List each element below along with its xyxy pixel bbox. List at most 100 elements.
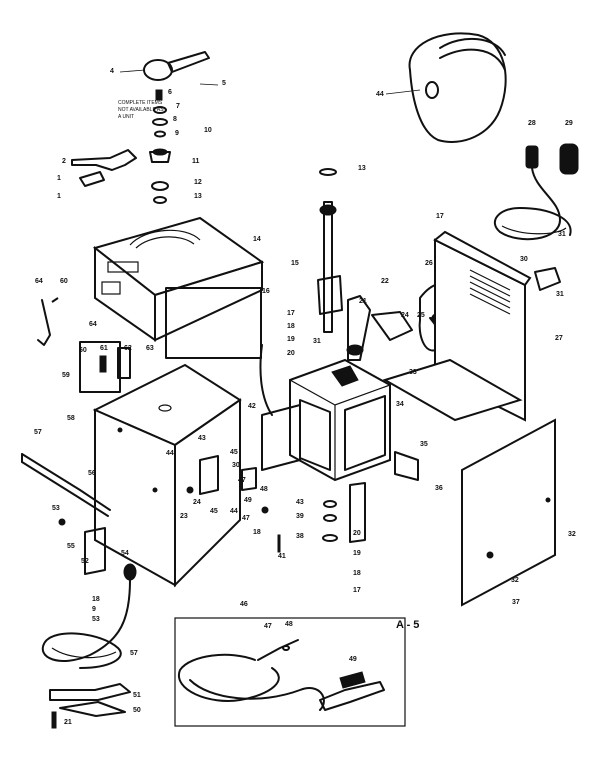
- callout-54: 54: [121, 550, 129, 557]
- callout-31: 31: [558, 231, 566, 238]
- caption-line-3: A UNIT: [118, 114, 134, 120]
- side-bracket: [37, 297, 59, 346]
- callout-39: 39: [296, 513, 304, 520]
- callout-61: 61: [100, 345, 108, 352]
- callout-48: 48: [260, 486, 268, 493]
- callout-57: 57: [130, 650, 138, 657]
- callout-24: 24: [401, 312, 409, 319]
- carry-handle: [21, 453, 111, 517]
- callout-24: 24: [193, 499, 201, 506]
- parts-caption: COMPLETE ITEMS NOT AVAILABLE AS A UNIT: [118, 100, 164, 120]
- work-cable: [41, 563, 137, 729]
- callout-38: 38: [296, 533, 304, 540]
- callout-28: 28: [528, 120, 536, 127]
- callout-30: 30: [232, 462, 240, 469]
- callout-13: 13: [194, 193, 202, 200]
- callout-60: 60: [60, 278, 68, 285]
- callout-45: 45: [210, 508, 218, 515]
- callout-15: 15: [291, 260, 299, 267]
- callout-4: 4: [110, 68, 114, 75]
- base-plate: [382, 358, 523, 422]
- callout-18: 18: [92, 596, 100, 603]
- callout-34: 34: [396, 401, 404, 408]
- callout-35: 35: [420, 441, 428, 448]
- callout-41: 41: [278, 553, 286, 560]
- callout-64: 64: [89, 321, 97, 328]
- callout-62: 62: [124, 345, 132, 352]
- callout-60: 60: [79, 347, 87, 354]
- callout-25: 25: [417, 312, 425, 319]
- bottom-bracket: [58, 518, 106, 575]
- welding-helmet: [385, 32, 507, 143]
- callout-7: 7: [176, 103, 180, 110]
- caption-line-1: COMPLETE ITEMS: [118, 100, 163, 106]
- callout-14: 14: [253, 236, 261, 243]
- front-panel: [79, 341, 242, 588]
- transformer-hardware: [186, 455, 338, 553]
- power-cord: [493, 143, 579, 241]
- callout-49: 49: [244, 497, 252, 504]
- callout-46: 46: [240, 601, 248, 608]
- electrode-holder-kit: [174, 617, 406, 727]
- callout-6: 6: [168, 89, 172, 96]
- callout-42: 42: [248, 403, 256, 410]
- callout-43: 43: [198, 435, 206, 442]
- callout-16: 16: [262, 288, 270, 295]
- figure-label: A - 5: [396, 619, 419, 631]
- callout-58: 58: [67, 415, 75, 422]
- control-knob-assembly: [71, 51, 219, 204]
- callout-31: 31: [313, 338, 321, 345]
- callout-26: 26: [425, 260, 433, 267]
- callout-51: 51: [133, 692, 141, 699]
- callout-32: 32: [568, 531, 576, 538]
- callout-2: 2: [62, 158, 66, 165]
- callout-52: 52: [81, 558, 89, 565]
- callout-48: 48: [285, 621, 293, 628]
- callout-13: 13: [358, 165, 366, 172]
- callout-31: 31: [556, 291, 564, 298]
- callout-57: 57: [34, 429, 42, 436]
- callout-33: 33: [409, 369, 417, 376]
- callout-43: 43: [296, 499, 304, 506]
- callout-47: 47: [264, 623, 272, 630]
- callout-17: 17: [353, 587, 361, 594]
- callout-50: 50: [133, 707, 141, 714]
- top-housing: [92, 216, 265, 359]
- right-side-panel: [461, 418, 556, 607]
- callout-19: 19: [353, 550, 361, 557]
- callout-44: 44: [166, 450, 174, 457]
- callout-18: 18: [287, 323, 295, 330]
- callout-9: 9: [92, 606, 96, 613]
- callout-18: 18: [253, 529, 261, 536]
- callout-5: 5: [222, 80, 226, 87]
- callout-37: 37: [512, 599, 520, 606]
- caption-line-2: NOT AVAILABLE AS: [118, 107, 164, 113]
- callout-1: 1: [57, 175, 61, 182]
- callout-36: 36: [435, 485, 443, 492]
- callout-21: 21: [64, 719, 72, 726]
- callout-49: 49: [349, 656, 357, 663]
- callout-1: 1: [57, 193, 61, 200]
- callout-44: 44: [376, 91, 384, 98]
- callout-11: 11: [192, 158, 200, 165]
- callout-21: 21: [359, 298, 367, 305]
- callout-47: 47: [238, 477, 246, 484]
- callout-44: 44: [230, 508, 238, 515]
- callout-53: 53: [92, 616, 100, 623]
- transformer-core: [259, 344, 419, 543]
- callout-9: 9: [175, 130, 179, 137]
- callout-64: 64: [35, 278, 43, 285]
- shaft-assembly: [317, 168, 343, 333]
- callout-12: 12: [194, 179, 202, 186]
- callout-17: 17: [287, 310, 295, 317]
- callout-55: 55: [67, 543, 75, 550]
- callout-59: 59: [62, 372, 70, 379]
- callout-63: 63: [146, 345, 154, 352]
- callout-53: 53: [52, 505, 60, 512]
- callout-18: 18: [353, 570, 361, 577]
- callout-45: 45: [230, 449, 238, 456]
- callout-30: 30: [520, 256, 528, 263]
- callout-47: 47: [242, 515, 250, 522]
- callout-19: 19: [287, 336, 295, 343]
